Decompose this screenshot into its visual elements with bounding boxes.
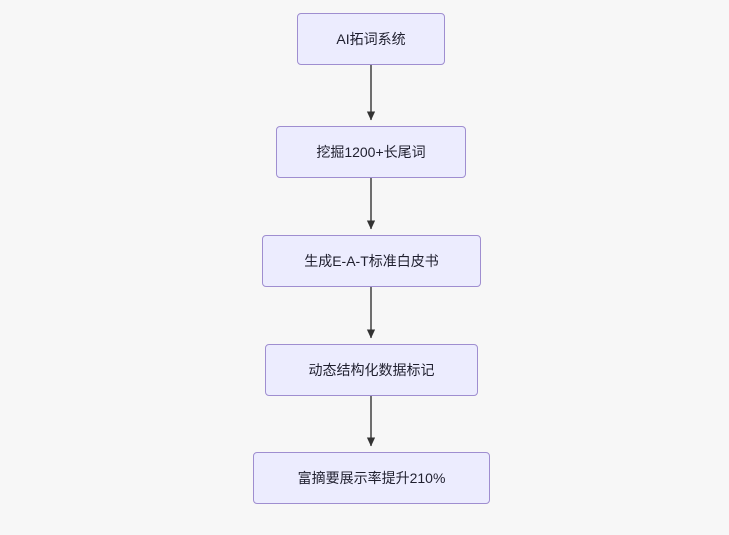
flow-node-mine-longtail-keywords[interactable]: 挖掘1200+长尾词	[276, 126, 466, 178]
flow-node-rich-snippet-rate[interactable]: 富摘要展示率提升210%	[253, 452, 490, 504]
flow-node-label: 动态结构化数据标记	[308, 361, 435, 378]
flow-node-ai-keyword-system[interactable]: AI拓词系统	[297, 13, 445, 65]
flow-node-dynamic-structured-data[interactable]: 动态结构化数据标记	[265, 344, 478, 396]
flow-node-label: 富摘要展示率提升210%	[297, 469, 446, 486]
flow-node-label: AI拓词系统	[336, 30, 406, 47]
flow-node-label: 挖掘1200+长尾词	[316, 143, 426, 160]
flow-node-generate-eat-whitepaper[interactable]: 生成E-A-T标准白皮书	[262, 235, 481, 287]
flow-node-label: 生成E-A-T标准白皮书	[304, 252, 439, 269]
